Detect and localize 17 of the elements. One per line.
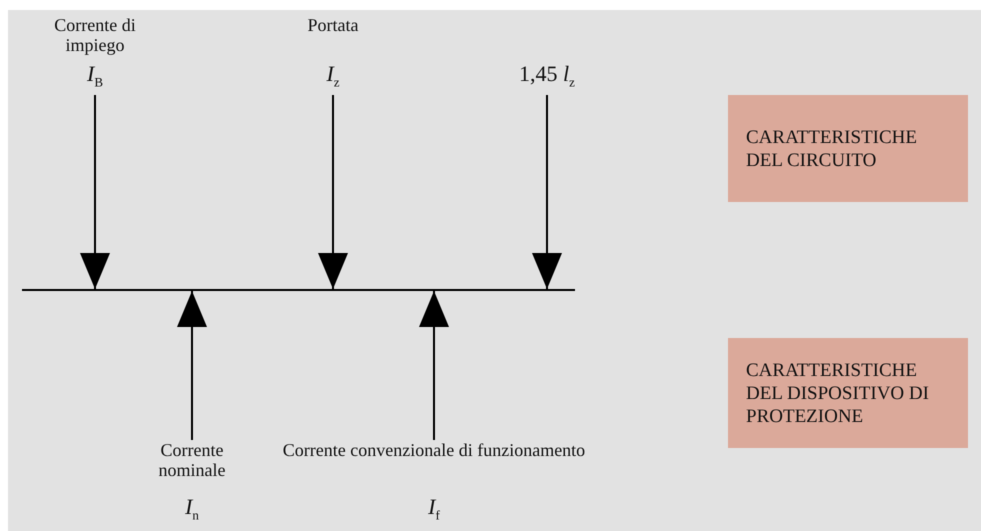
arrow bbox=[419, 291, 449, 440]
current-symbol: I$_{f}$ bbox=[428, 494, 440, 524]
arrow bbox=[80, 95, 110, 289]
arrow bbox=[177, 291, 207, 440]
info-box: CARATTERISTICHE DEL DISPOSITIVO DI PROTEZIONE bbox=[728, 338, 968, 448]
current-label: Portata bbox=[308, 15, 358, 35]
axis-line bbox=[22, 289, 575, 291]
current-symbol: 1,45 l$_{z}$ bbox=[519, 60, 575, 91]
current-symbol: I$_{z}$ bbox=[326, 60, 340, 91]
info-box: CARATTERISTICHE DEL CIRCUITO bbox=[728, 95, 968, 202]
current-label: Corrente nominale bbox=[158, 440, 226, 480]
current-label: Corrente di impiego bbox=[53, 15, 137, 55]
current-symbol: I$_{B}$ bbox=[87, 60, 103, 91]
current-symbol: I$_{n}$ bbox=[185, 494, 199, 524]
arrow bbox=[532, 95, 562, 289]
current-label: Corrente convenzionale di funzionamento bbox=[282, 440, 586, 460]
arrow bbox=[318, 95, 348, 289]
